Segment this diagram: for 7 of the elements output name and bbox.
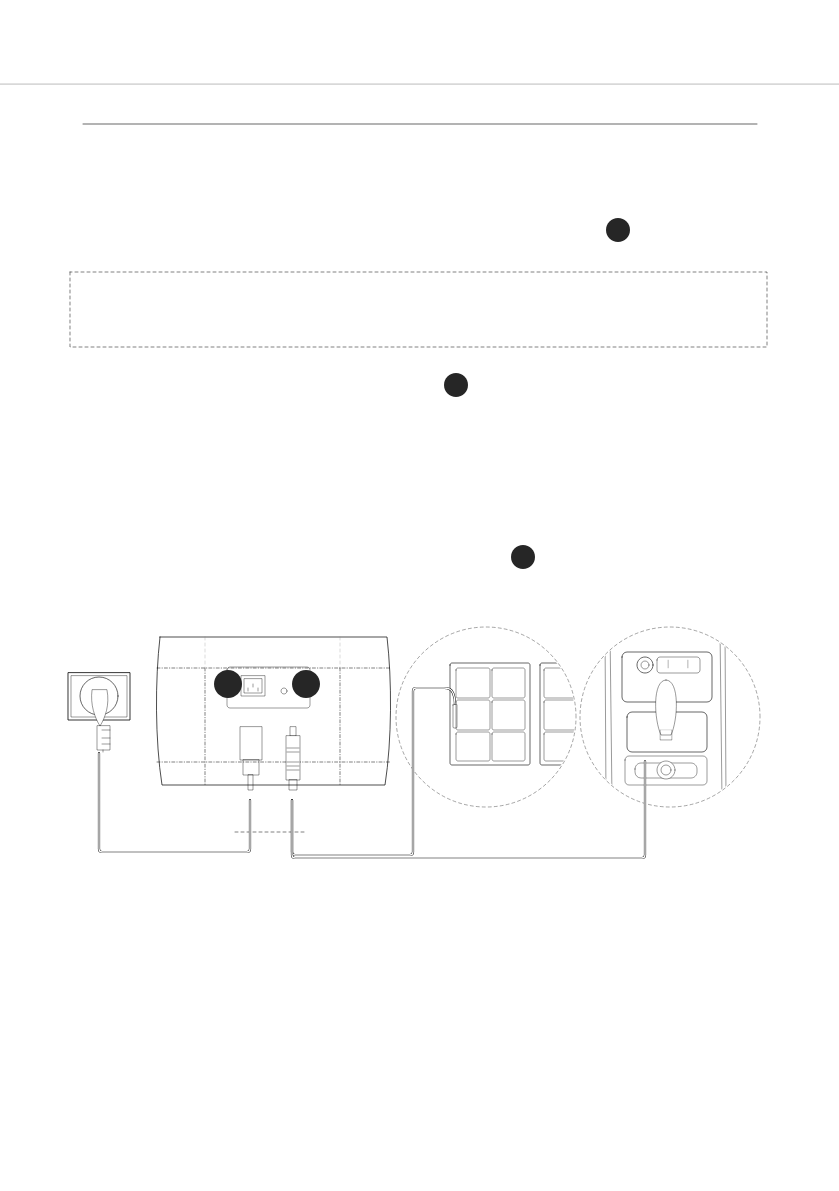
cable <box>290 759 647 860</box>
wall-socket-drawing <box>67 672 131 753</box>
cable <box>97 752 252 854</box>
power-station-drawing <box>156 636 391 833</box>
solar-panel-drawing <box>395 626 577 808</box>
car-socket-drawing <box>579 626 761 808</box>
cable <box>290 686 457 857</box>
